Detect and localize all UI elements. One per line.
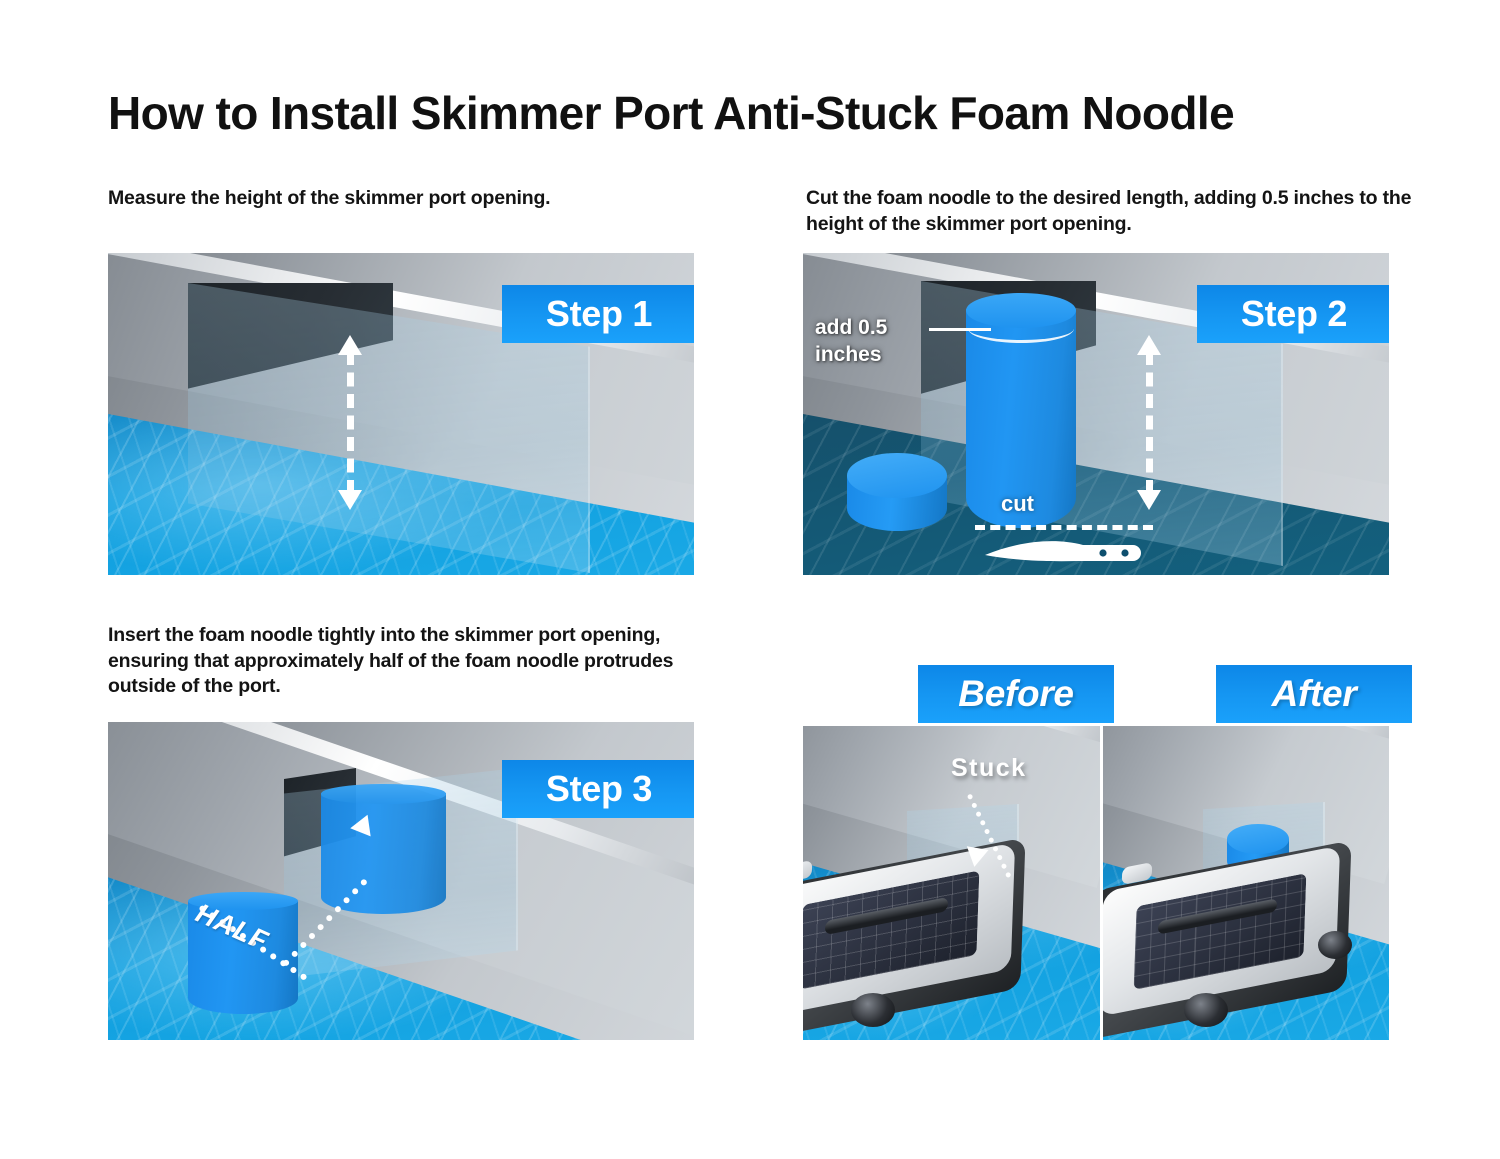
pool-scene-step-2: add 0.5 inches cut (803, 253, 1389, 575)
before-badge-label: Before (958, 673, 1074, 714)
arrow-icon (963, 846, 989, 869)
step-1-badge: Step 1 (502, 285, 694, 343)
cut-dashed-line (975, 525, 1153, 530)
noodle-cut-rim (968, 314, 1074, 343)
add-inches-callout: add 0.5 inches (815, 316, 888, 366)
step-2-caption: Cut the foam noodle to the desired lengt… (806, 187, 1412, 235)
callout-leader-line (929, 328, 991, 331)
noodle-top (1227, 824, 1289, 855)
noodle-top (321, 784, 446, 804)
noodle-body (188, 900, 298, 1014)
page-title: How to Install Skimmer Port Anti-Stuck F… (108, 87, 1235, 139)
before-scene: Stuck (803, 726, 1100, 1040)
foam-noodle-inserted (321, 784, 446, 914)
robot-wheel (1183, 993, 1228, 1028)
arrow-down-icon (1137, 490, 1161, 510)
step-1-badge-label: Step 1 (545, 293, 653, 334)
step-3-illustration: HALF Step 3 (108, 722, 694, 1040)
step-3-badge-label: Step 3 (545, 768, 653, 809)
measure-arrow (1137, 335, 1161, 510)
noodle-body (966, 309, 1076, 528)
stuck-label: Stuck (951, 754, 1027, 782)
noodle-body (321, 793, 446, 914)
offcut-top (847, 453, 947, 499)
step-2-badge-label: Step 2 (1240, 293, 1348, 334)
before-after-illustration: Stuck (803, 726, 1389, 1040)
step-1-illustration: Step 1 (108, 253, 694, 575)
foam-noodle-cylinder (966, 293, 1076, 528)
noodle-top (188, 892, 298, 911)
before-badge: Before (918, 665, 1114, 723)
before-after-divider (1100, 726, 1103, 1040)
step-3-caption: Insert the foam noodle tightly into the … (108, 624, 674, 698)
arrow-shaft (1146, 351, 1153, 494)
robot-wheel (851, 993, 896, 1027)
arrow-up-icon (338, 335, 362, 355)
step-1-caption: Measure the height of the skimmer port o… (108, 187, 551, 209)
step-2-illustration: add 0.5 inches cut Step 2 (803, 253, 1389, 575)
foam-noodle-half-marker (188, 892, 298, 1014)
arrow-up-icon (1137, 335, 1161, 355)
arrow-shaft (347, 351, 354, 494)
knife-icon (985, 541, 1141, 562)
pool-robot-before (803, 837, 1026, 1040)
after-badge-label: After (1271, 673, 1357, 714)
robot-wheel (1318, 931, 1353, 960)
pool-robot-after (1103, 840, 1353, 1040)
arrow-down-icon (338, 490, 362, 510)
after-scene (1103, 726, 1389, 1040)
cut-label: cut (1001, 491, 1034, 516)
step-3-badge: Step 3 (502, 760, 694, 818)
foam-noodle-offcut (847, 453, 947, 531)
step-2-badge: Step 2 (1197, 285, 1389, 343)
measure-arrow (338, 335, 362, 510)
after-badge: After (1216, 665, 1412, 723)
